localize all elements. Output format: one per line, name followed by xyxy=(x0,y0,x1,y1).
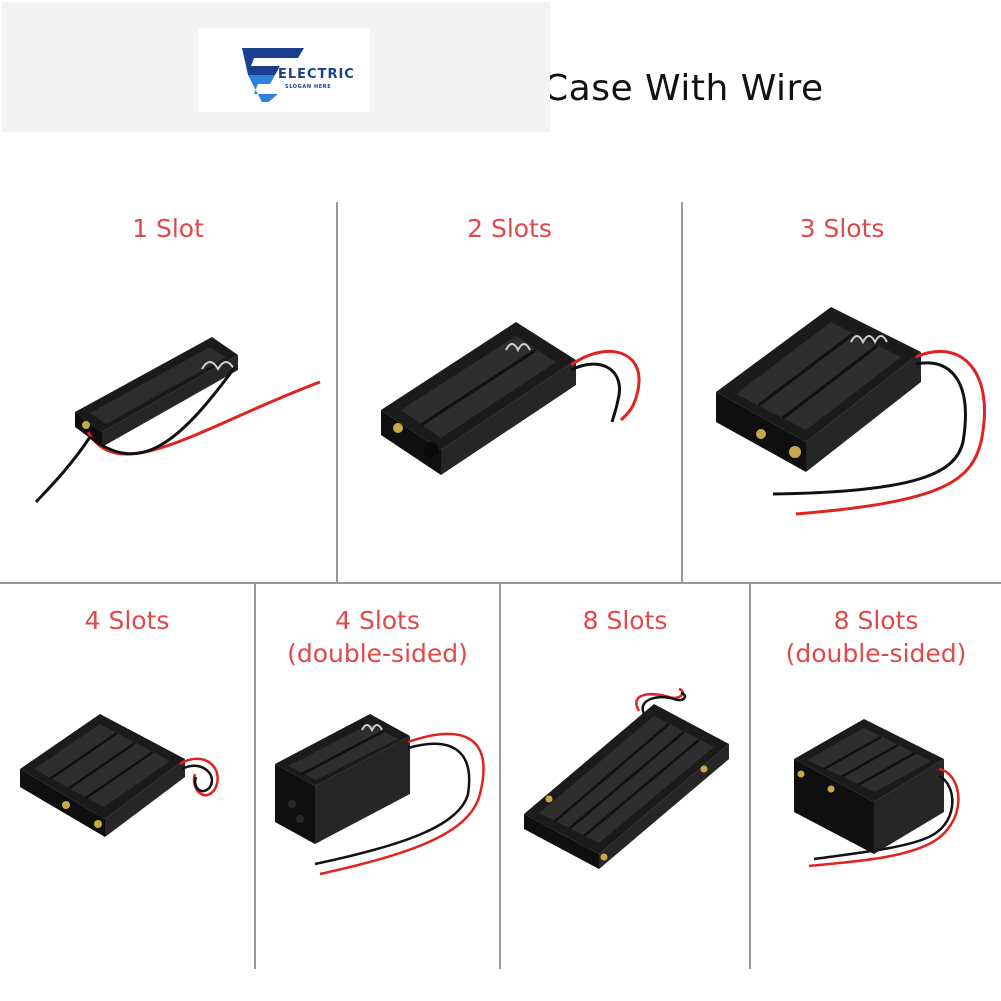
battery-holder-4-slots-icon xyxy=(20,714,219,837)
divider-vertical xyxy=(681,202,683,582)
divider-vertical xyxy=(254,584,256,969)
product-label: 2 Slots xyxy=(467,214,552,243)
product-label-line: (double-sided) xyxy=(287,639,468,668)
product-label-line: (double-sided) xyxy=(785,639,967,668)
product-label: 8 Slots (double-sided) xyxy=(751,604,1001,670)
product-cell: 8 Slots (double-sided) xyxy=(751,584,1001,969)
product-cell: 4 Slots xyxy=(0,584,254,969)
divider-vertical xyxy=(499,584,501,969)
logo-slogan: SLOGAN HERE xyxy=(285,84,332,90)
logo: ELECTRIC SLOGAN HERE xyxy=(198,28,370,112)
product-cell: 1 Slot xyxy=(0,202,336,582)
battery-holder-4-slots-double-sided-icon xyxy=(275,714,485,876)
product-cell: 2 Slots xyxy=(338,202,681,582)
divider-vertical xyxy=(749,584,751,969)
battery-holder-3-slots-icon xyxy=(716,307,986,516)
product-label: 4 Slots xyxy=(84,606,170,635)
lightning-logo-icon xyxy=(242,48,304,102)
product-cell: 4 Slots (double-sided) xyxy=(256,584,499,969)
battery-holder-8-slots-double-sided-icon xyxy=(794,719,960,868)
product-cell: 8 Slots xyxy=(501,584,749,969)
product-label: 1 Slot xyxy=(132,214,204,243)
product-label-line: 4 Slots xyxy=(335,606,420,635)
logo-banner: ELECTRIC SLOGAN HERE xyxy=(2,2,550,132)
product-label: 3 Slots xyxy=(799,214,885,243)
page-title: Case With Wire xyxy=(543,68,824,109)
product-label: 8 Slots xyxy=(582,606,668,635)
logo-text: ELECTRIC xyxy=(278,67,355,82)
product-cell: 3 Slots xyxy=(683,202,1001,582)
battery-holder-1-slot-icon xyxy=(34,337,321,504)
divider-vertical xyxy=(336,202,338,582)
battery-holder-8-slots-icon xyxy=(524,687,729,869)
divider-horizontal xyxy=(0,582,1001,584)
battery-holder-2-slots-icon xyxy=(381,322,641,475)
product-label-line: 8 Slots xyxy=(833,606,919,635)
product-label: 4 Slots (double-sided) xyxy=(256,604,499,670)
